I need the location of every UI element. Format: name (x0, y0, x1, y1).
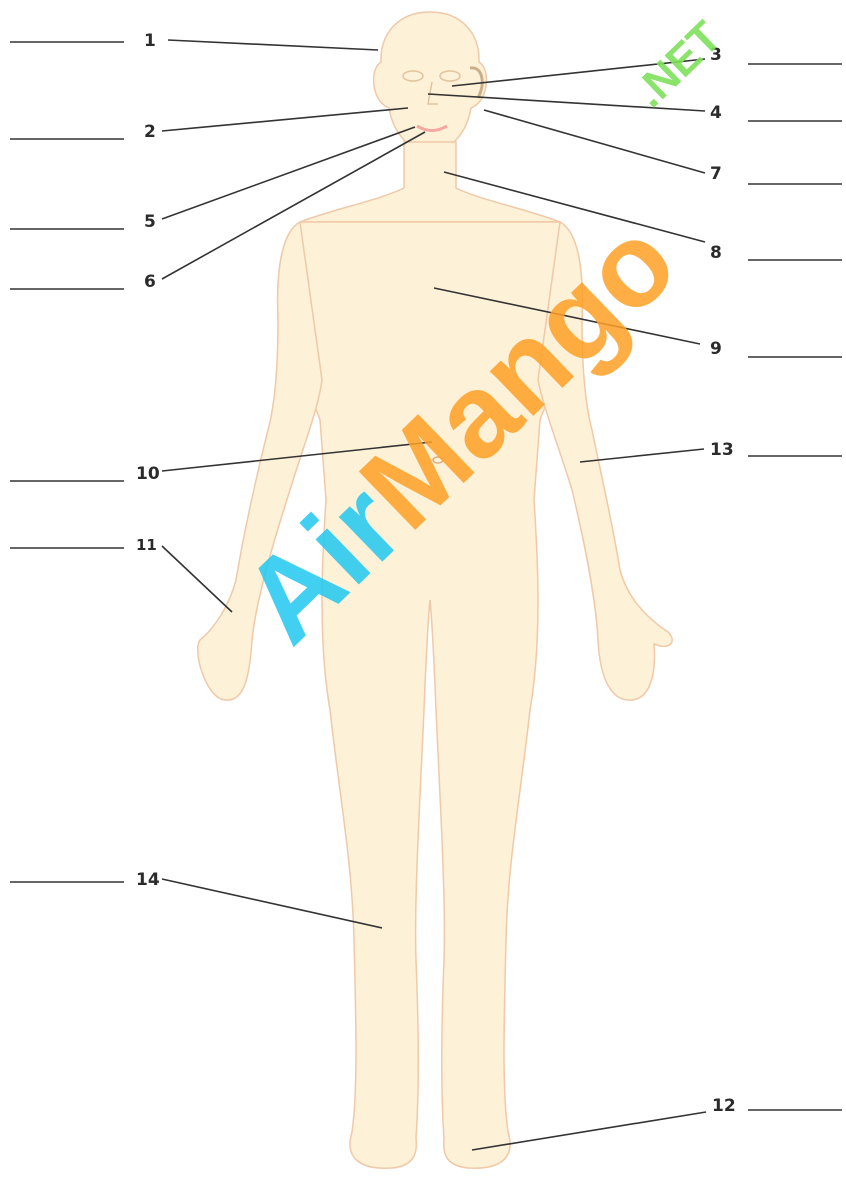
label-7: 7 (710, 166, 722, 183)
label-12: 12 (712, 1098, 736, 1115)
leader-7 (484, 110, 705, 173)
label-6: 6 (144, 274, 156, 291)
leader-3 (452, 59, 705, 86)
label-1: 1 (144, 33, 156, 50)
label-14: 14 (136, 872, 160, 889)
leader-14 (162, 879, 382, 928)
leader-11 (162, 546, 232, 612)
label-8: 8 (710, 245, 722, 262)
label-2: 2 (144, 124, 156, 141)
label-9: 9 (710, 341, 722, 358)
label-5: 5 (144, 214, 156, 231)
label-3: 3 (710, 47, 722, 64)
label-4: 4 (710, 105, 722, 122)
label-13: 13 (710, 442, 734, 459)
right-arm (538, 222, 672, 700)
label-10: 10 (136, 466, 160, 483)
leader-13 (580, 449, 704, 462)
leader-1 (168, 40, 378, 50)
label-11: 11 (136, 538, 157, 553)
human-figure (198, 12, 672, 1168)
torso-legs (278, 222, 583, 1168)
leader-2 (162, 108, 408, 131)
